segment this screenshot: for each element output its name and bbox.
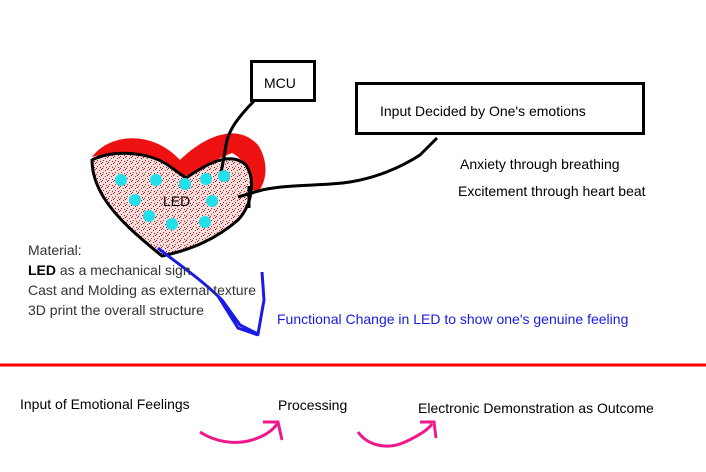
functional-change-label: Functional Change in LED to show one's g… [277, 311, 629, 327]
flow-step: Input of Emotional Feelings [20, 396, 190, 412]
heart-red-rim [92, 133, 266, 192]
material-heading: Material: [28, 242, 82, 258]
mcu-wire [218, 98, 257, 179]
material-item-text: Cast and Molding as external texture [28, 282, 257, 298]
input-box-label: Input Decided by One's emotions [380, 103, 586, 119]
led-dot [200, 173, 212, 185]
flow-arrow-1 [199, 420, 284, 444]
functional-change-arrow [157, 246, 266, 337]
led-dot [206, 195, 218, 207]
led-dot [199, 216, 211, 228]
led-dot [179, 178, 191, 190]
led-dot [150, 174, 162, 186]
flow-step: Processing [278, 397, 348, 413]
flow-arrow-2 [356, 420, 438, 448]
material-item: Cast and Molding as external texture [28, 282, 256, 298]
material-item: LED as a mechanical sign [28, 262, 191, 278]
input-wire [237, 136, 439, 199]
led-dots [115, 170, 230, 230]
input-box [355, 82, 645, 135]
material-item-text: 3D print the overall structure [28, 302, 204, 318]
led-dot [115, 174, 127, 186]
input-item: Excitement through heart beat [458, 183, 646, 199]
material-item-text: as a mechanical sign [56, 262, 191, 278]
led-dot [143, 210, 155, 222]
led-dot [218, 170, 230, 182]
led-label: LED [163, 193, 191, 209]
mcu-label: MCU [264, 75, 296, 91]
material-item: 3D print the overall structure [28, 302, 204, 318]
flow-step: Electronic Demonstration as Outcome [418, 400, 654, 416]
mcu-box [250, 60, 316, 102]
led-dot [166, 218, 178, 230]
material-item-bold: LED [28, 262, 56, 278]
input-item: Anxiety through breathing [460, 156, 620, 172]
led-dot [129, 194, 141, 206]
